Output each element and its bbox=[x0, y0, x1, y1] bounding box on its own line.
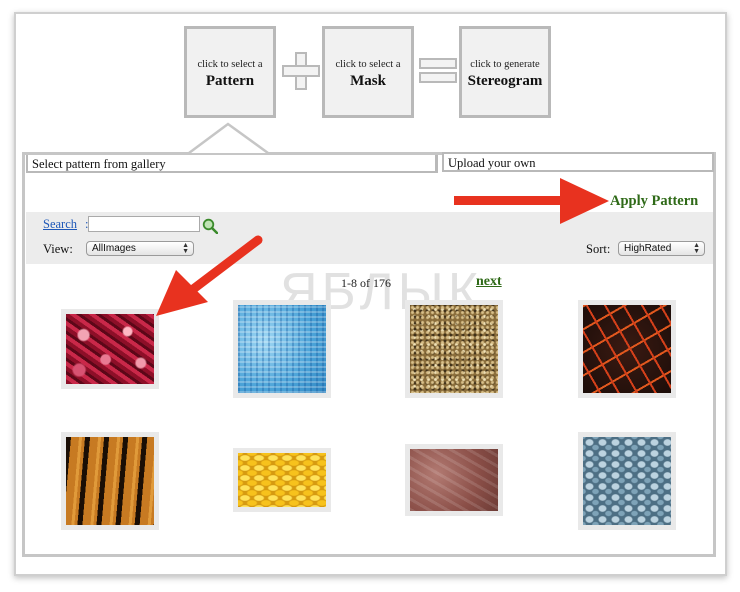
sort-select-value: HighRated bbox=[624, 243, 672, 254]
gallery-thumb-blue-pebbles[interactable] bbox=[578, 432, 676, 530]
generate-stereogram-button[interactable]: click to generate Stereogram bbox=[459, 26, 551, 118]
pager-range: 1-8 of 176 bbox=[341, 276, 391, 290]
pattern-image bbox=[238, 453, 326, 507]
pattern-image bbox=[583, 437, 671, 525]
pattern-image bbox=[238, 305, 326, 393]
gallery-thumb-tiger-stripes[interactable] bbox=[61, 432, 159, 530]
gallery-thumb-gravel[interactable] bbox=[405, 300, 503, 398]
view-select-value: AllImages bbox=[92, 243, 136, 254]
tab-gallery[interactable]: Select pattern from gallery bbox=[26, 155, 438, 173]
annotation-arrow-gallery bbox=[156, 235, 263, 316]
step-title: Stereogram bbox=[467, 73, 543, 89]
gallery-thumb-red-stone-wall[interactable] bbox=[405, 444, 503, 516]
pointer-caret-icon bbox=[188, 122, 269, 154]
pattern-image bbox=[410, 305, 498, 393]
search-input[interactable] bbox=[88, 216, 200, 232]
step-hint: click to select a bbox=[335, 59, 401, 70]
search-link[interactable]: Search bbox=[43, 217, 78, 231]
step-hint: click to select a bbox=[197, 59, 263, 70]
pattern-image bbox=[410, 449, 498, 511]
gallery-thumb-red-flowers[interactable] bbox=[61, 309, 159, 389]
select-arrows-icon: ▲▼ bbox=[693, 242, 700, 255]
gallery-thumb-blue-fabric[interactable] bbox=[233, 300, 331, 398]
gallery-thumb-yellow-beans[interactable] bbox=[233, 448, 331, 512]
select-arrows-icon: ▲▼ bbox=[182, 242, 189, 255]
gallery-toolbar: Search : View: AllImages ▲▼ Sort: HighRa… bbox=[26, 212, 713, 264]
pattern-image bbox=[66, 437, 154, 525]
pattern-image bbox=[66, 314, 154, 384]
equals-icon bbox=[419, 58, 457, 83]
step-title: Pattern bbox=[205, 73, 255, 89]
apply-pattern-button[interactable]: Apply Pattern bbox=[610, 193, 699, 209]
pattern-image bbox=[583, 305, 671, 393]
select-pattern-button[interactable]: click to select a Pattern bbox=[184, 26, 276, 118]
view-label: View: bbox=[43, 242, 73, 256]
gallery-thumb-lava-cracks[interactable] bbox=[578, 300, 676, 398]
sort-select[interactable]: HighRated ▲▼ bbox=[618, 241, 705, 256]
plus-icon bbox=[282, 52, 320, 90]
sort-label: Sort: bbox=[586, 242, 611, 256]
annotation-arrow-apply bbox=[454, 178, 609, 224]
select-mask-button[interactable]: click to select a Mask bbox=[322, 26, 414, 118]
step-hint: click to generate bbox=[470, 59, 540, 70]
step-title: Mask bbox=[350, 73, 386, 89]
tab-upload[interactable]: Upload your own bbox=[442, 152, 714, 172]
next-page-link[interactable]: next bbox=[476, 274, 502, 289]
search-icon[interactable] bbox=[202, 218, 218, 234]
search-colon: : bbox=[85, 217, 89, 231]
view-select[interactable]: AllImages ▲▼ bbox=[86, 241, 194, 256]
